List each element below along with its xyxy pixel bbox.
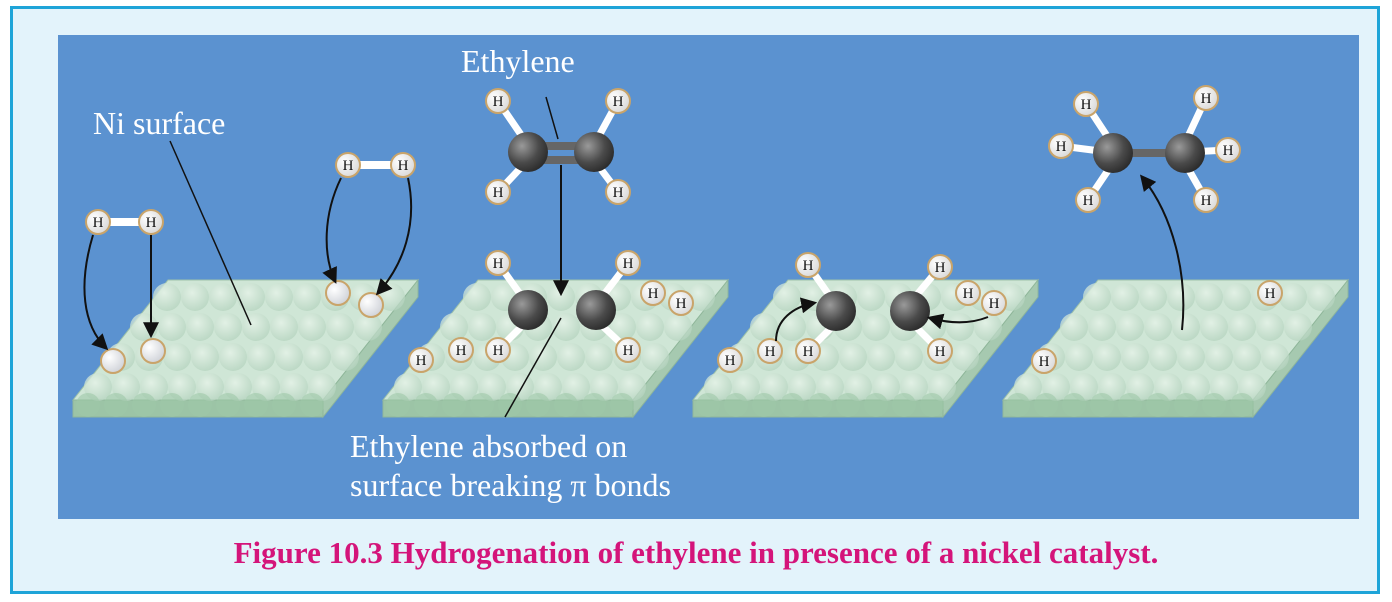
ethylene-pointer xyxy=(545,96,559,140)
svg-text:H: H xyxy=(146,215,157,231)
figure-caption: Figure 10.3 Hydrogenation of ethylene in… xyxy=(233,535,1159,570)
absorbed-pointer xyxy=(504,317,562,418)
hydrogen-atom: H xyxy=(1215,137,1241,163)
svg-text:H: H xyxy=(416,353,427,369)
hydrogen-atom: H xyxy=(927,338,953,364)
svg-text:H: H xyxy=(963,286,974,302)
svg-text:H: H xyxy=(1039,354,1050,370)
hydrogen-atom: H xyxy=(485,88,511,114)
svg-text:H: H xyxy=(935,260,946,276)
hydrogen-atom: H xyxy=(1193,187,1219,213)
svg-text:H: H xyxy=(613,94,624,110)
svg-text:H: H xyxy=(989,296,1000,312)
svg-text:H: H xyxy=(765,344,776,360)
svg-text:H: H xyxy=(1201,91,1212,107)
svg-text:H: H xyxy=(1056,139,1067,155)
hydrogen-atom: H xyxy=(668,290,694,316)
hydrogen-atom: H xyxy=(390,152,416,178)
hydrogen-atom: H xyxy=(640,280,666,306)
adsorbed-hydrogen xyxy=(100,348,126,374)
svg-text:H: H xyxy=(493,94,504,110)
adsorbed-hydrogen xyxy=(325,280,351,306)
hydrogen-atom: H xyxy=(1193,85,1219,111)
hydrogen-atom: H xyxy=(795,338,821,364)
svg-text:H: H xyxy=(803,344,814,360)
svg-text:H: H xyxy=(648,286,659,302)
hydrogen-atom: H xyxy=(605,179,631,205)
nickel-surface xyxy=(381,278,730,419)
hydrogen-atom: H xyxy=(1048,133,1074,159)
carbon-atom xyxy=(1093,133,1133,173)
svg-text:H: H xyxy=(935,344,946,360)
hydrogen-atom: H xyxy=(1075,187,1101,213)
svg-text:H: H xyxy=(493,185,504,201)
hydrogen-atom: H xyxy=(448,337,474,363)
arrow-h-to-surface xyxy=(83,234,109,351)
ethylene-absorbed-label-line1: Ethylene absorbed on xyxy=(350,428,628,464)
double-bond-top xyxy=(523,142,599,150)
ethylene-label: Ethylene xyxy=(461,43,575,79)
hydrogen-atom: H xyxy=(955,280,981,306)
svg-text:H: H xyxy=(343,158,354,174)
ni-surface-pointer xyxy=(169,140,252,326)
carbon-atom xyxy=(574,132,614,172)
svg-text:H: H xyxy=(676,296,687,312)
ni-surface-label: Ni surface xyxy=(93,105,226,141)
hydrogen-atom: H xyxy=(717,347,743,373)
adsorbed-hydrogen xyxy=(358,292,384,318)
hydrogen-atom: H xyxy=(485,250,511,276)
hydrogen-atom: H xyxy=(795,252,821,278)
svg-text:H: H xyxy=(623,343,634,359)
hydrogen-atom: H xyxy=(615,250,641,276)
svg-text:H: H xyxy=(725,353,736,369)
hydrogen-atom: H xyxy=(138,209,164,235)
adsorbed-hydrogen xyxy=(140,338,166,364)
carbon-atom xyxy=(576,290,616,330)
nickel-surface xyxy=(71,278,420,419)
hydrogen-atom: H xyxy=(615,337,641,363)
hydrogen-atom: H xyxy=(85,209,111,235)
double-bond-bottom xyxy=(523,156,599,164)
svg-text:H: H xyxy=(803,258,814,274)
hydrogen-atom: H xyxy=(757,338,783,364)
svg-text:H: H xyxy=(456,343,467,359)
carbon-atom xyxy=(816,291,856,331)
arrow-ethane-desorbs xyxy=(1139,174,1185,331)
carbon-atom xyxy=(1165,133,1205,173)
hydrogen-atom: H xyxy=(605,88,631,114)
hydrogen-atom: H xyxy=(1031,348,1057,374)
svg-text:H: H xyxy=(1081,97,1092,113)
svg-text:H: H xyxy=(623,256,634,272)
svg-text:H: H xyxy=(493,343,504,359)
ethylene-absorbed-label-line2: surface breaking π bonds xyxy=(350,467,671,503)
hydrogen-atom: H xyxy=(981,290,1007,316)
svg-text:H: H xyxy=(93,215,104,231)
carbon-atom xyxy=(890,291,930,331)
hydrogen-atom: H xyxy=(335,152,361,178)
arrow-h-to-surface xyxy=(375,177,413,296)
carbon-atom xyxy=(508,132,548,172)
svg-text:H: H xyxy=(1265,286,1276,302)
hydrogen-atom: H xyxy=(1073,91,1099,117)
hydrogen-atom: H xyxy=(485,179,511,205)
hydrogen-atom: H xyxy=(485,337,511,363)
svg-text:H: H xyxy=(493,256,504,272)
svg-text:H: H xyxy=(613,185,624,201)
svg-text:H: H xyxy=(1083,193,1094,209)
svg-text:H: H xyxy=(1201,193,1212,209)
hydrogen-atom: H xyxy=(927,254,953,280)
svg-text:H: H xyxy=(398,158,409,174)
hydrogen-atom: H xyxy=(1257,280,1283,306)
nickel-surface xyxy=(1001,278,1350,419)
arrow-h-to-surface xyxy=(322,177,342,284)
arrow-h-migrates xyxy=(775,297,818,342)
svg-text:H: H xyxy=(1223,143,1234,159)
arrow-h-migrates xyxy=(926,313,989,330)
carbon-atom xyxy=(508,290,548,330)
hydrogen-atom: H xyxy=(408,347,434,373)
